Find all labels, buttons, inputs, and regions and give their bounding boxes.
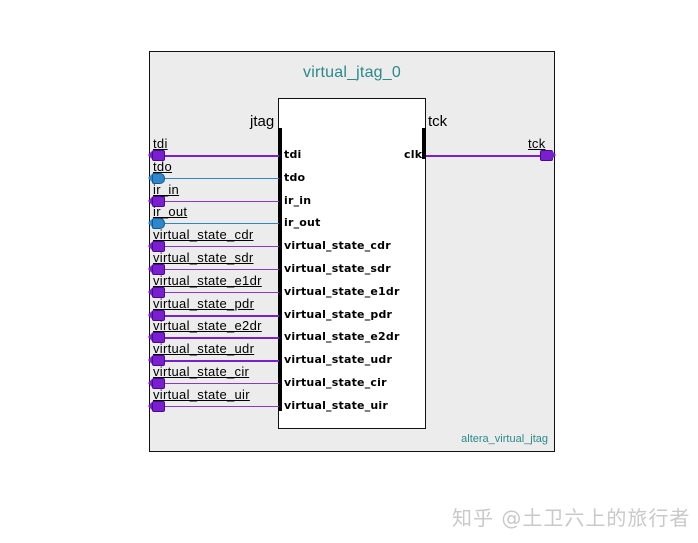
component-block[interactable]: [278, 98, 426, 429]
instance-frame[interactable]: virtual_jtag_0 jtag tck tdi tdi tdo tdo ir_i…: [148, 51, 556, 452]
port-pin-ir_out[interactable]: [152, 218, 165, 229]
port-pin-tdi[interactable]: [152, 150, 165, 161]
internal-port-label: ir_in: [284, 194, 312, 207]
port-pin-virtual_state_udr[interactable]: [152, 355, 165, 366]
internal-port-label: clk: [404, 148, 423, 161]
internal-port-label: virtual_state_uir: [284, 399, 389, 412]
port-pin-virtual_state_uir[interactable]: [152, 401, 165, 412]
left-bus-bar: [278, 128, 282, 411]
external-port-label: ir_in: [153, 182, 180, 197]
pin-arrow-icon: [148, 402, 152, 410]
external-port-label: virtual_state_uir: [153, 387, 250, 402]
internal-port-label: tdi: [284, 148, 302, 161]
pin-arrow-icon: [148, 356, 152, 364]
internal-port-label: virtual_state_cir: [284, 376, 387, 389]
port-pin-virtual_state_sdr[interactable]: [152, 264, 165, 275]
external-port-label: virtual_state_sdr: [153, 250, 254, 265]
port-pin-tdo[interactable]: [152, 173, 165, 184]
port-pin-virtual_state_cdr[interactable]: [152, 241, 165, 252]
port-wire-tdo: [156, 178, 279, 179]
port-pin-virtual_state_e1dr[interactable]: [152, 287, 165, 298]
port-wire-ir_in: [156, 201, 279, 202]
port-wire-virtual_state_pdr: [156, 315, 279, 317]
internal-port-label: virtual_state_pdr: [284, 308, 393, 321]
pin-arrow-icon: [148, 333, 152, 341]
external-port-label: tdi: [153, 136, 168, 151]
external-port-label: tck: [528, 136, 546, 151]
pin-arrow-icon: [148, 219, 152, 227]
port-pin-virtual_state_cir[interactable]: [152, 378, 165, 389]
port-wire-virtual_state_sdr: [156, 269, 279, 270]
pin-arrow-icon: [148, 288, 152, 296]
port-wire-virtual_state_udr: [156, 360, 279, 362]
port-wire-virtual_state_e1dr: [156, 292, 279, 293]
instance-name: virtual_jtag_0: [303, 64, 401, 81]
external-port-label: virtual_state_cir: [153, 364, 250, 379]
port-wire-virtual_state_uir: [156, 406, 279, 407]
port-wire-ir_out: [156, 223, 279, 224]
right-group-label: tck: [428, 113, 448, 130]
external-port-label: ir_out: [153, 204, 188, 219]
internal-port-label: virtual_state_udr: [284, 353, 393, 366]
external-port-label: virtual_state_pdr: [153, 296, 255, 311]
pin-arrow-icon: [148, 265, 152, 273]
right-bus-bar: [422, 128, 426, 159]
pin-arrow-icon: [148, 311, 152, 319]
port-pin-virtual_state_pdr[interactable]: [152, 310, 165, 321]
port-wire-virtual_state_cdr: [156, 246, 279, 247]
port-wire-virtual_state_cir: [156, 383, 279, 384]
internal-port-label: ir_out: [284, 216, 321, 229]
watermark: 知乎 @土卫六上的旅行者: [452, 506, 691, 530]
external-port-label: virtual_state_e1dr: [153, 273, 262, 288]
external-port-label: virtual_state_cdr: [153, 227, 254, 242]
internal-port-label: virtual_state_sdr: [284, 262, 391, 275]
pin-arrow-icon: [148, 174, 152, 182]
external-port-label: virtual_state_udr: [153, 341, 255, 356]
pin-arrow-icon: [552, 151, 556, 159]
port-wire-tdi: [156, 155, 279, 157]
internal-port-label: virtual_state_cdr: [284, 239, 391, 252]
port-wire-virtual_state_e2dr: [156, 337, 279, 339]
pin-arrow-icon: [148, 242, 152, 250]
left-group-label: jtag: [250, 113, 275, 130]
pin-arrow-icon: [148, 379, 152, 387]
internal-port-label: tdo: [284, 171, 306, 184]
entity-name: altera_virtual_jtag: [461, 433, 548, 445]
port-wire-clk: [426, 155, 544, 157]
internal-port-label: virtual_state_e2dr: [284, 330, 400, 343]
port-pin-virtual_state_e2dr[interactable]: [152, 332, 165, 343]
pin-arrow-icon: [148, 151, 152, 159]
pin-arrow-icon: [148, 197, 152, 205]
port-pin-ir_in[interactable]: [152, 196, 165, 207]
external-port-label: tdo: [153, 159, 172, 174]
internal-port-label: virtual_state_e1dr: [284, 285, 400, 298]
external-port-label: virtual_state_e2dr: [153, 318, 262, 333]
